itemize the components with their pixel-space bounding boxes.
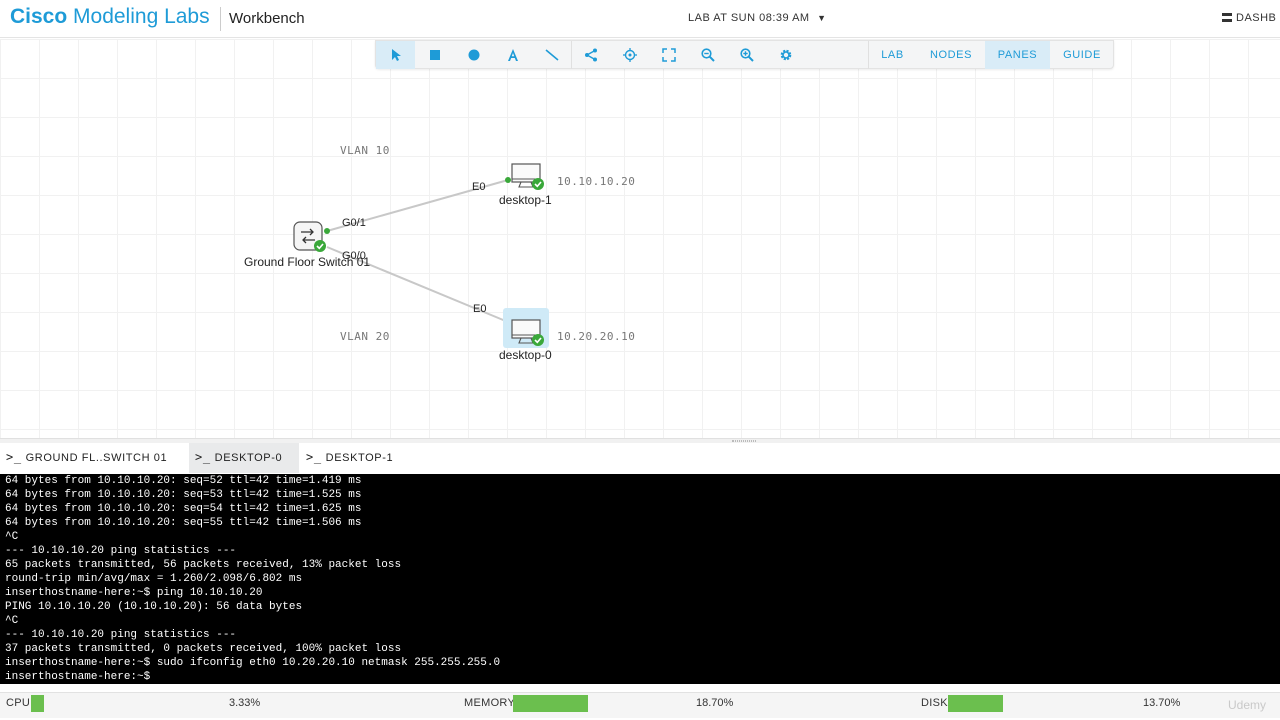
tab-desktop-1[interactable]: >_DESKTOP-1 <box>300 443 410 473</box>
disk-label: DISK <box>921 697 948 709</box>
switch-port-g0-0: G0/0 <box>342 250 366 262</box>
dashboard-button[interactable]: DASHB <box>1222 12 1276 24</box>
header-separator <box>220 7 221 31</box>
chevron-down-icon: ▼ <box>817 13 827 23</box>
switch-icon <box>293 221 326 252</box>
toolbar-divider <box>571 41 572 69</box>
dashboard-label: DASHB <box>1236 12 1277 24</box>
console-terminal[interactable]: 64 bytes from 10.10.10.20: seq=52 ttl=42… <box>0 474 1280 684</box>
topology-canvas[interactable] <box>0 39 1280 438</box>
terminal-line: 64 bytes from 10.10.10.20: seq=52 ttl=42… <box>5 475 362 487</box>
lab-title-dropdown[interactable]: LAB AT SUN 08:39 AM ▼ <box>688 12 827 24</box>
terminal-line: ^C <box>5 531 19 543</box>
fit-screen-icon[interactable] <box>649 41 688 69</box>
terminal-line: 64 bytes from 10.10.10.20: seq=55 ttl=42… <box>5 517 362 529</box>
tab-desktop-0[interactable]: >_DESKTOP-0 <box>189 443 299 473</box>
console-tabs: >_GROUND FL..SWITCH 01 >_DESKTOP-0 >_DES… <box>0 443 1280 473</box>
disk-meter <box>948 695 1003 712</box>
share-nodes-icon[interactable] <box>571 41 610 69</box>
cpu-label: CPU <box>6 697 31 709</box>
vlan-10-label[interactable]: VLAN 10 <box>340 144 390 157</box>
terminal-line: inserthostname-here:~$ ping 10.10.10.20 <box>5 587 263 599</box>
terminal-line: ^C <box>5 615 19 627</box>
terminal-line: --- 10.10.10.20 ping statistics --- <box>5 545 237 557</box>
canvas-toolbar: LAB NODES PANES GUIDE <box>375 40 1114 69</box>
pointer-icon[interactable] <box>376 41 415 69</box>
switch-port-g0-1: G0/1 <box>342 217 366 229</box>
pane-resize-handle[interactable] <box>0 438 1280 443</box>
menu-guide[interactable]: GUIDE <box>1063 49 1101 61</box>
line-icon[interactable] <box>532 41 571 69</box>
desktop-0-label[interactable]: desktop-0 <box>499 348 552 362</box>
terminal-line: inserthostname-here:~$ <box>5 671 157 683</box>
zoom-in-icon[interactable] <box>727 41 766 69</box>
memory-value: 18.70% <box>696 697 734 709</box>
text-icon[interactable] <box>493 41 532 69</box>
tab-ground-floor-switch[interactable]: >_GROUND FL..SWITCH 01 <box>0 443 188 473</box>
terminal-line: --- 10.10.10.20 ping statistics --- <box>5 629 237 641</box>
cpu-value: 3.33% <box>229 697 261 709</box>
rectangle-icon[interactable] <box>415 41 454 69</box>
terminal-icon: >_ <box>6 450 22 464</box>
tab-label: DESKTOP-1 <box>325 452 394 464</box>
tab-label: GROUND FL..SWITCH 01 <box>25 452 168 464</box>
terminal-line: PING 10.10.10.20 (10.10.10.20): 56 data … <box>5 601 303 613</box>
brand-rest: Modeling Labs <box>67 5 210 28</box>
desktop-1-port: E0 <box>472 181 486 193</box>
desktop-1-ip[interactable]: 10.10.10.20 <box>557 175 636 188</box>
app-header: Cisco Modeling Labs Workbench LAB AT SUN… <box>0 0 1280 38</box>
tab-label: DESKTOP-0 <box>214 452 283 464</box>
terminal-line: 64 bytes from 10.10.10.20: seq=53 ttl=42… <box>5 489 362 501</box>
dashboard-icon <box>1222 13 1232 22</box>
memory-meter <box>513 695 588 712</box>
menu-nodes[interactable]: NODES <box>929 49 973 61</box>
zoom-out-icon[interactable] <box>688 41 727 69</box>
desktop-1-label[interactable]: desktop-1 <box>499 193 552 207</box>
desktop-0-port: E0 <box>473 303 487 315</box>
desktop-0-ip[interactable]: 10.20.20.10 <box>557 330 636 343</box>
cpu-meter <box>31 695 45 712</box>
brand-bold: Cisco <box>10 5 68 28</box>
terminal-line: 37 packets transmitted, 0 packets receiv… <box>5 643 402 655</box>
toolbar-divider <box>868 41 869 69</box>
lab-title: LAB AT SUN 08:39 AM <box>688 12 810 24</box>
terminal-line: round-trip min/avg/max = 1.260/2.098/6.8… <box>5 573 303 585</box>
terminal-line: inserthostname-here:~$ sudo ifconfig eth… <box>5 657 501 669</box>
gear-icon[interactable] <box>766 41 805 69</box>
grip-icon <box>732 440 756 442</box>
terminal-icon: >_ <box>306 450 322 464</box>
switch-node-label[interactable]: Ground Floor Switch 01 <box>244 255 371 269</box>
ellipse-icon[interactable] <box>454 41 493 69</box>
desktop-icon <box>511 163 544 190</box>
disk-value: 13.70% <box>1143 697 1181 709</box>
section-title: Workbench <box>229 10 305 27</box>
terminal-line: 65 packets transmitted, 56 packets recei… <box>5 559 402 571</box>
memory-label: MEMORY <box>464 697 516 709</box>
udemy-watermark: Udemy <box>1228 698 1267 712</box>
app-logo[interactable]: Cisco Modeling Labs <box>10 5 210 29</box>
desktop-0-node[interactable] <box>510 318 546 348</box>
terminal-icon: >_ <box>195 450 211 464</box>
crosshair-icon[interactable] <box>610 41 649 69</box>
desktop-icon <box>511 319 544 346</box>
vlan-20-label[interactable]: VLAN 20 <box>340 330 390 343</box>
terminal-line: 64 bytes from 10.10.10.20: seq=54 ttl=42… <box>5 503 362 515</box>
desktop-1-node[interactable] <box>510 162 546 192</box>
menu-panes[interactable]: PANES <box>985 41 1050 69</box>
switch-node[interactable] <box>293 221 327 253</box>
resource-status-bar: CPU 3.33% MEMORY 18.70% DISK 13.70% <box>0 692 1280 718</box>
menu-lab[interactable]: LAB <box>881 49 904 61</box>
